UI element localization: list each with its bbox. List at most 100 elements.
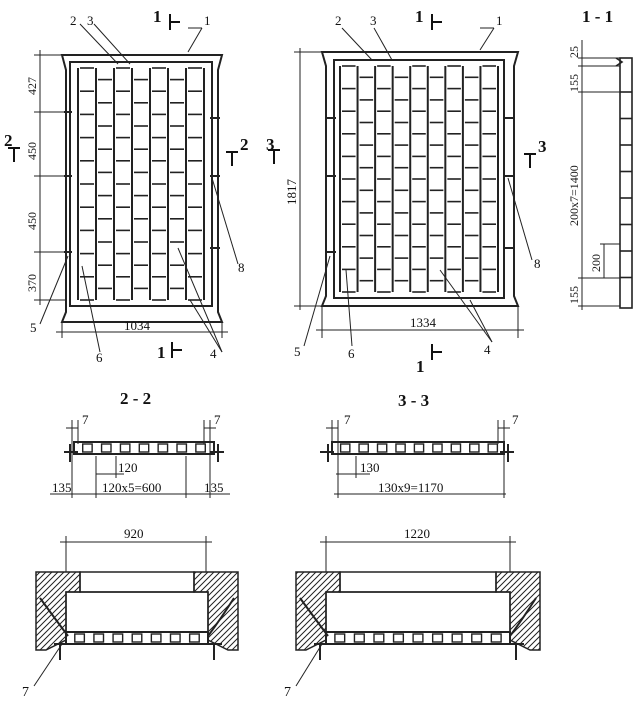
wall-right-bar-cell [334,633,346,643]
left-width-1034: 1034 [124,318,151,333]
wall-left-bar-cell [93,633,105,643]
section-3-3-bar-cell [487,443,499,453]
section-2-2-dim-120: 120 [118,460,138,475]
section-2-2-dim-135-right: 135 [204,480,224,495]
middle-inner-frame [333,59,505,299]
wall-left-callout-7: 7 [22,685,29,700]
wall-right-bar-cell [392,633,405,643]
wall-right-right-masonry [495,571,541,651]
wall-section-left: 920 7 [22,526,239,700]
middle-callout-3: 3 [370,13,377,28]
left-anchor-lugs [64,111,220,253]
section-3-3-dim-7-right: 7 [512,412,519,427]
middle-callout-8: 8 [534,256,541,271]
section-2-2: 2 - 2 7 7 120 135 120x5=600 135 [50,389,230,498]
left-dim-370: 370 [25,274,39,292]
middle-cut-side-right-label: 3 [538,137,547,156]
section-2-2-bar-cell [119,443,131,453]
section-3-3-dim-1170: 130x9=1170 [378,480,443,495]
wall-left-bars [74,633,200,643]
wall-right-bar-cell [431,633,444,643]
wall-right-callout-7: 7 [284,685,291,700]
wall-right-bar-cell [490,633,502,643]
section-3-3-bar-cell [469,443,480,453]
section-2-2-bar-cell [195,443,206,453]
section-1-1-dim-25: 25 [567,46,581,58]
section-2-2-bar-cell [176,443,188,453]
middle-callout-2: 2 [335,13,342,28]
section-2-2-title: 2 - 2 [120,389,151,408]
section-1-1-dim-155-top: 155 [567,74,581,92]
section-3-3-bar-cell [413,443,425,453]
section-2-2-dim-135-left: 135 [52,480,72,495]
section-3-3-bar-cell [432,443,443,453]
wall-left-bar-cell [74,633,86,643]
left-callout-8: 8 [238,260,245,275]
section-1-1-dim-155-bottom: 155 [567,286,581,304]
section-2-2-dim-600: 120x5=600 [102,480,161,495]
section-1-1-bars [620,91,632,279]
wall-right-bar-cell [373,633,385,643]
middle-callout-1: 1 [496,13,503,28]
middle-grid [339,65,499,293]
middle-anchor-lugs [326,117,514,253]
wall-right-bars [334,633,502,643]
middle-height-dim-line [294,48,322,310]
middle-callout-6: 6 [348,346,355,361]
section-3-3-title: 3 - 3 [398,391,429,410]
section-2-2-bar-cell [100,443,112,453]
left-callout-4: 4 [210,346,217,361]
wall-left-dim-920: 920 [124,526,144,541]
section-2-2-bar-cell [157,443,169,453]
left-inner-frame [69,61,213,307]
section-2-2-dim-7-right: 7 [214,412,221,427]
wall-section-right: 1220 7 [284,526,541,700]
section-3-3-bar-cell [376,443,388,453]
section-3-3-bar-cell [339,443,351,453]
section-1-1: 1 - 1 25 155 200x7=1400 200 155 [567,7,633,310]
left-grid [77,67,205,301]
left-callout-2: 2 [70,13,77,28]
section-3-3-dims [326,420,510,498]
section-3-3-ends [320,444,514,462]
left-dim-427: 427 [25,77,39,95]
left-cut-side-left-label: 2 [4,131,13,150]
wall-left-bar-cell [112,633,124,643]
section-3-3: 3 - 3 7 7 130 130x9=1170 [320,391,519,498]
left-callout-5: 5 [30,320,37,335]
left-cut-top-label: 1 [153,7,162,26]
middle-callout-4: 4 [484,342,491,357]
section-2-2-dims [50,420,230,498]
middle-cut-side-left-label: 3 [266,135,275,154]
left-callout-6: 6 [96,350,103,365]
section-1-1-dim-200: 200 [589,254,603,272]
left-cut-side-right-label: 2 [240,135,249,154]
section-1-1-dim-1400: 200x7=1400 [567,165,581,226]
section-3-3-bars [339,443,499,453]
left-dim-450-a: 450 [25,142,39,160]
wall-left-bar-cell [150,633,162,643]
left-callout-3: 3 [87,13,94,28]
section-1-1-dims [578,40,620,310]
middle-cut-top-label: 1 [415,7,424,26]
section-2-2-dim-7-left: 7 [82,412,89,427]
middle-leaders [303,27,533,347]
wall-left-left-masonry [35,571,81,651]
left-elevation: 427 450 450 370 1034 1 1 2 2 1 2 3 [4,7,249,365]
section-3-3-dim-130: 130 [360,460,380,475]
section-2-2-ends [64,444,224,462]
wall-right-left-masonry [295,571,341,651]
wall-left-bar-cell [131,633,143,643]
middle-cut-bottom-label: 1 [416,357,425,376]
wall-right-bar-cell [451,633,463,643]
left-width-dim-line [56,322,228,338]
wall-right-bar-cell [412,633,424,643]
section-3-3-bar-cell [395,443,406,453]
middle-callout-5: 5 [294,344,301,359]
section-2-2-bars [82,443,206,453]
left-outer-frame [60,54,224,323]
wall-right-bar-cell [471,633,483,643]
left-dim-450-b: 450 [25,212,39,230]
wall-right-bar-cell [353,633,365,643]
